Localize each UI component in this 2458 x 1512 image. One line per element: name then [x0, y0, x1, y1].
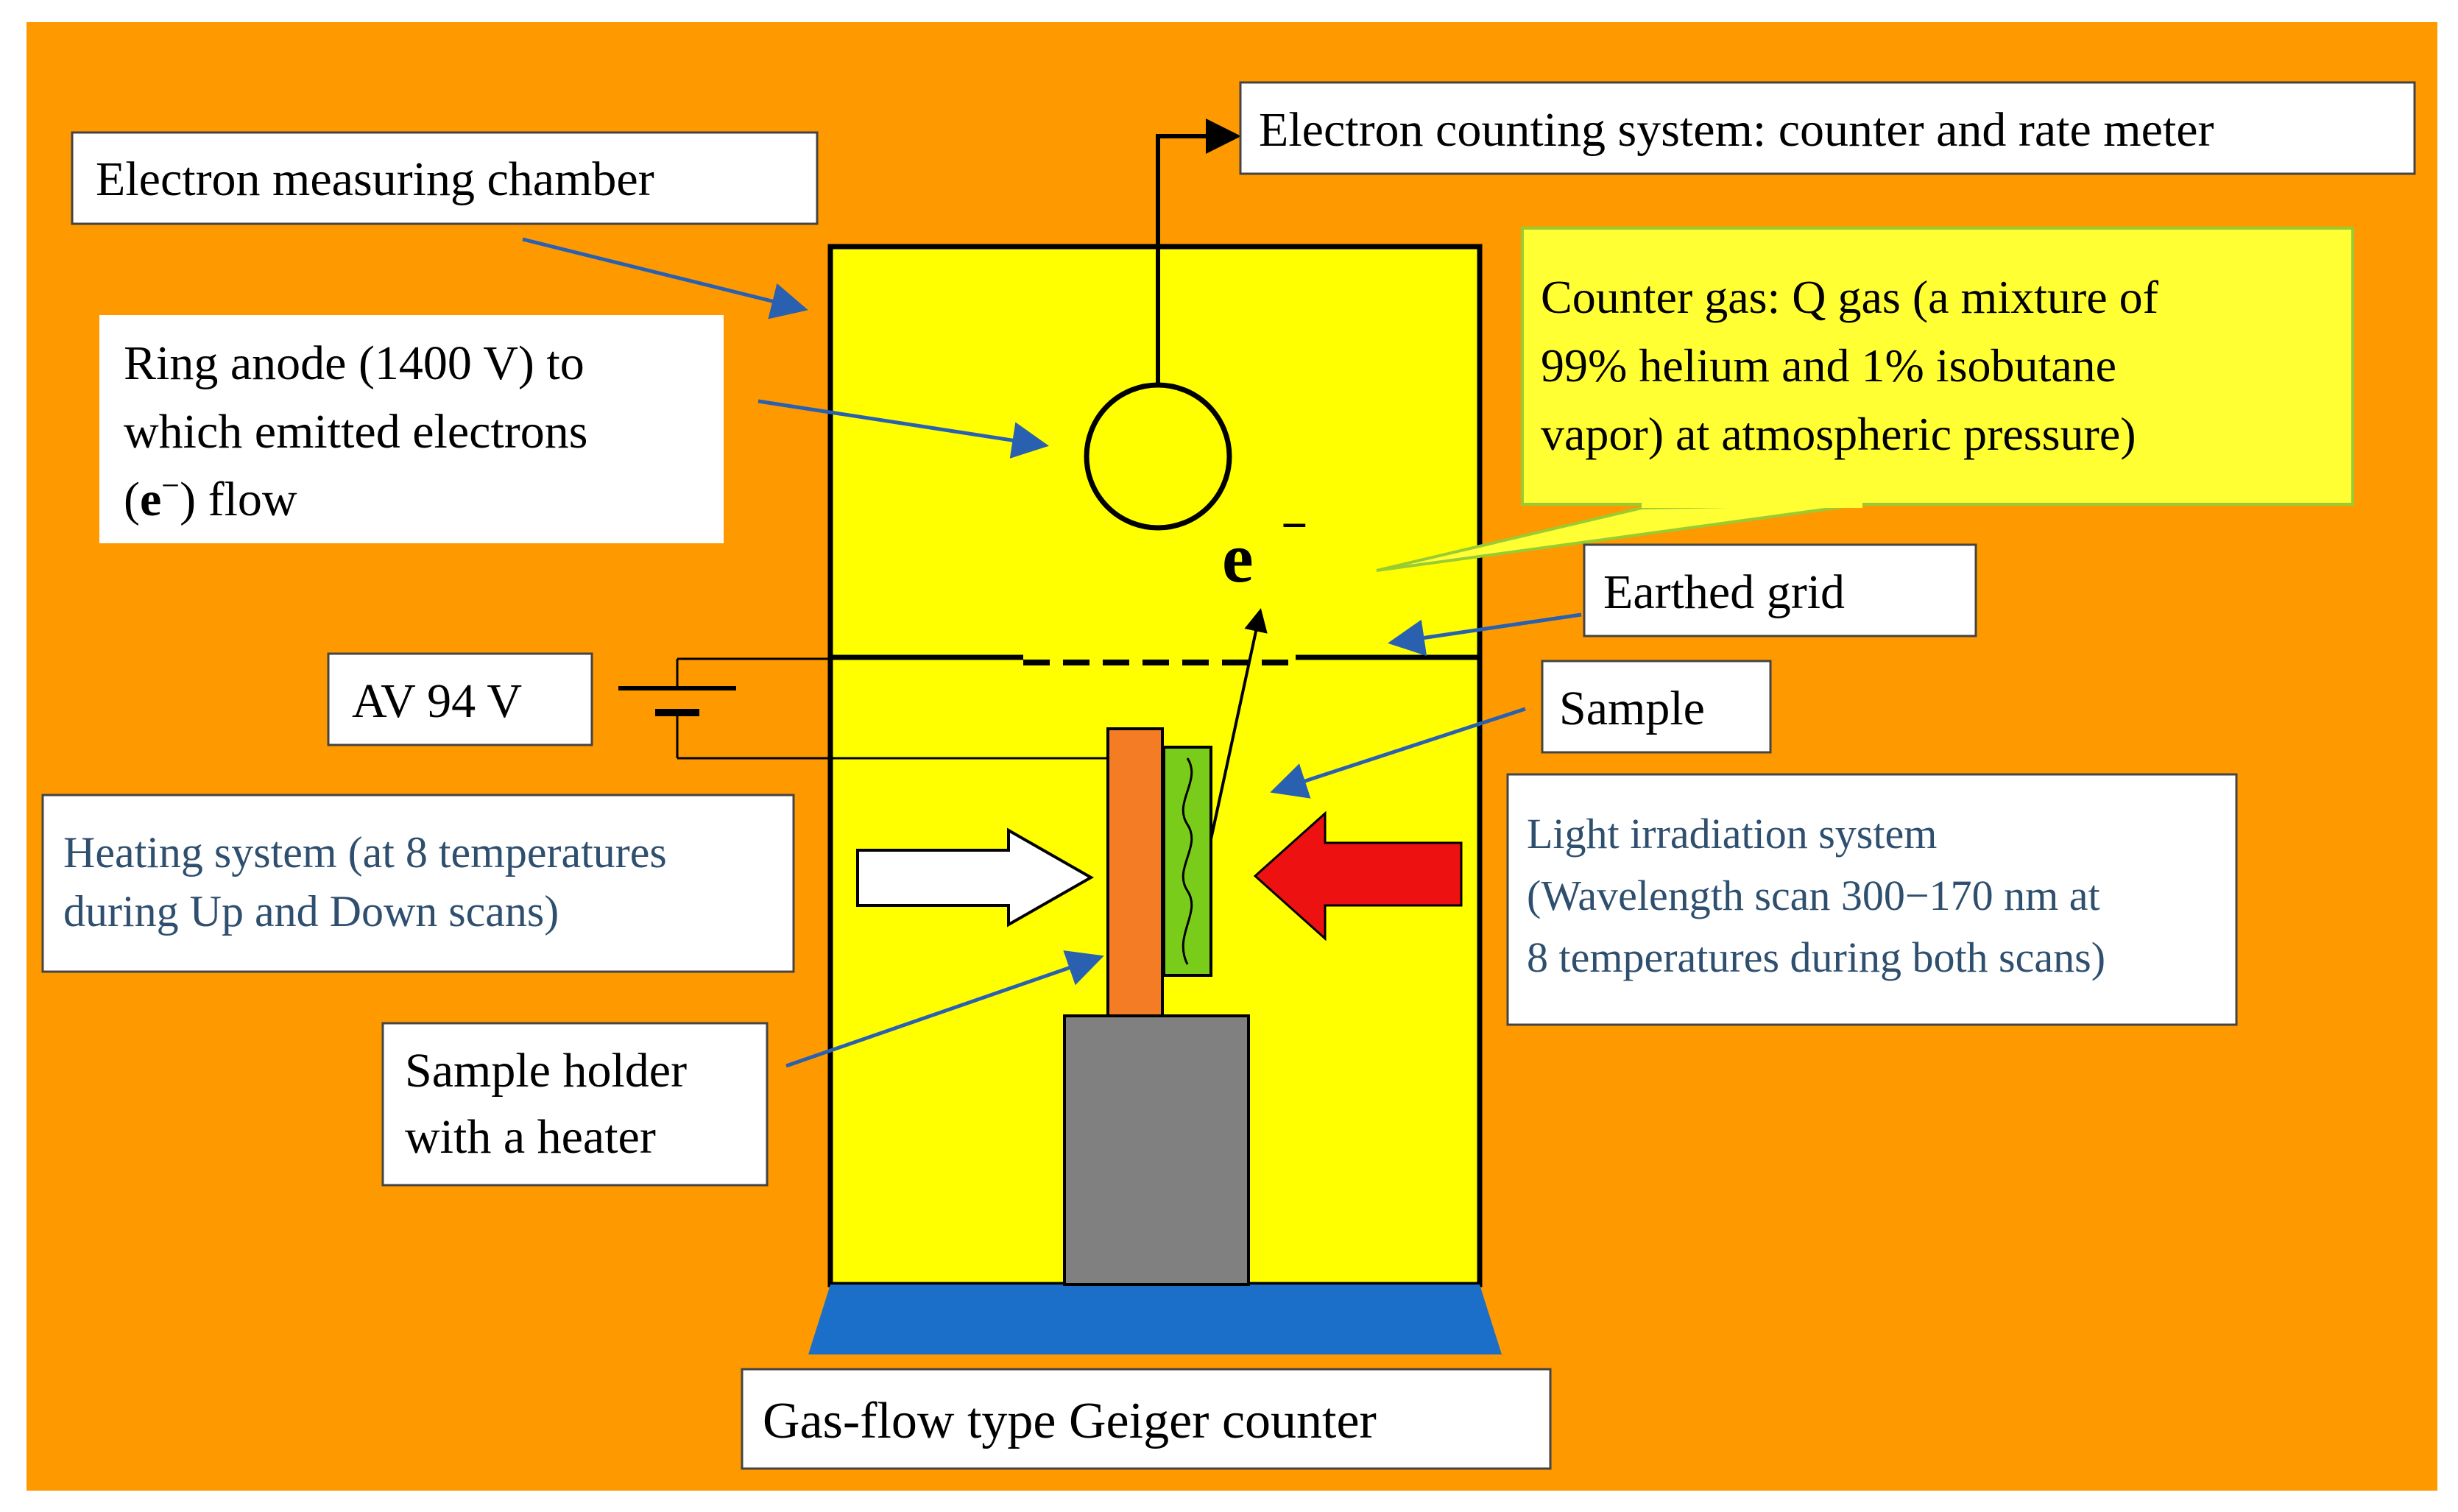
svg-text:during Up and Down scans): during Up and Down scans) [63, 887, 559, 936]
svg-text:AV 94 V: AV 94 V [352, 674, 522, 728]
pointer-arrows [522, 237, 1582, 1068]
electron-symbol: e [1222, 518, 1254, 597]
svg-text:Light irradiation system: Light irradiation system [1527, 810, 1937, 858]
svg-text:Electron measuring chamber: Electron measuring chamber [96, 152, 654, 206]
anode-e-symbol: e [140, 473, 161, 526]
heater-rod [1106, 727, 1164, 1017]
ring-anode [1084, 382, 1232, 531]
svg-text:Gas-flow type Geiger counter: Gas-flow type Geiger counter [763, 1393, 1377, 1449]
sample-plate [1162, 746, 1212, 977]
svg-text:Ring anode (1400 V) to: Ring anode (1400 V) to [124, 336, 585, 390]
label-sample: Sample [1541, 660, 1772, 754]
light-arrow [1253, 810, 1463, 942]
holder-pointer [785, 950, 1104, 1068]
label-light-system: Light irradiation system (Wavelength sca… [1506, 773, 2238, 1026]
label-voltage: AV 94 V [327, 652, 593, 746]
label-heating-system: Heating system (at 8 temperatures during… [41, 794, 795, 973]
svg-text:Earthed grid: Earthed grid [1603, 565, 1845, 619]
earthed-grid [830, 654, 1480, 665]
electron-path-arrow [1209, 608, 1268, 840]
label-counting-system: Electron counting system: counter and ra… [1239, 81, 2416, 175]
svg-text:Sample: Sample [1559, 682, 1705, 735]
svg-text:Sample holder: Sample holder [405, 1044, 687, 1098]
sample-pointer [1270, 707, 1526, 799]
label-earthed-grid: Earthed grid [1583, 543, 1977, 637]
electron-charge-sign: − [1281, 499, 1307, 551]
svg-text:which emitted electrons: which emitted electrons [124, 405, 587, 459]
chamber-pointer [522, 237, 808, 319]
heating-arrow [856, 827, 1095, 928]
svg-text:Electron counting system: coun: Electron counting system: counter and ra… [1259, 103, 2214, 157]
gas-text-line1: Counter gas: Q gas (a mixture of [1541, 271, 2159, 323]
svg-text:(Wavelength scan 300−170 nm at: (Wavelength scan 300−170 nm at [1527, 872, 2100, 919]
counter-base [808, 1285, 1502, 1354]
svg-text:8 temperatures during both sca: 8 temperatures during both scans) [1527, 933, 2105, 981]
svg-text:with a heater: with a heater [405, 1110, 656, 1164]
label-geiger-counter: Gas-flow type Geiger counter [741, 1368, 1552, 1470]
label-chamber: Electron measuring chamber [71, 131, 819, 225]
gas-text-line2: 99% helium and 1% isobutane [1541, 339, 2116, 392]
anode-pointer [757, 399, 1049, 459]
gas-text-line3: vapor) at atmospheric pressure) [1541, 408, 2136, 460]
counter-gas-callout: Counter gas: Q gas (a mixture of 99% hel… [1376, 227, 2354, 572]
label-ring-anode: Ring anode (1400 V) to which emitted ele… [99, 315, 724, 543]
grid-pointer [1388, 612, 1582, 657]
anode-signal-wire [1156, 119, 1241, 383]
sample-wavy-line [1182, 757, 1193, 965]
bias-circuit [618, 657, 1108, 760]
svg-text:(e−) flow: (e−) flow [124, 467, 297, 526]
sample-holder-pedestal [1063, 1014, 1250, 1286]
label-sample-holder: Sample holder with a heater [381, 1022, 769, 1187]
svg-text:Heating system (at 8 temperatu: Heating system (at 8 temperatures [63, 828, 667, 877]
